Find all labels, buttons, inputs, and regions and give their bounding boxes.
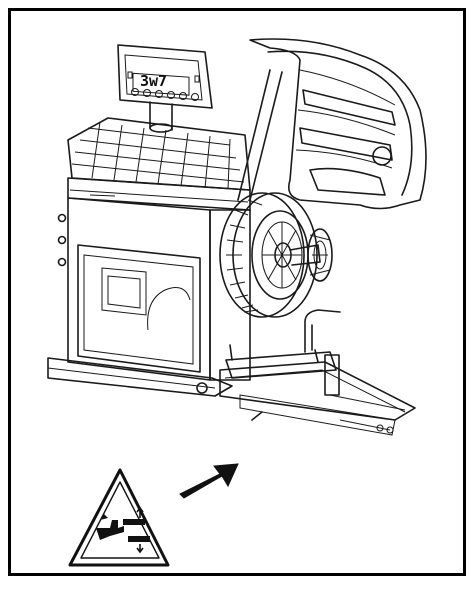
display-readout: 3w7 bbox=[140, 72, 167, 90]
direction-arrow-icon bbox=[179, 463, 239, 499]
wheel-balancer-diagram: 3w7 bbox=[47, 38, 427, 567]
wheel bbox=[219, 192, 333, 318]
cabinet-body bbox=[47, 197, 251, 397]
weight-tray bbox=[67, 117, 251, 211]
display-panel: 3w7 bbox=[117, 44, 213, 133]
wheel-lift-rail bbox=[219, 309, 416, 436]
warning-triangle-icon bbox=[68, 468, 170, 567]
wheel-guard bbox=[237, 38, 427, 210]
